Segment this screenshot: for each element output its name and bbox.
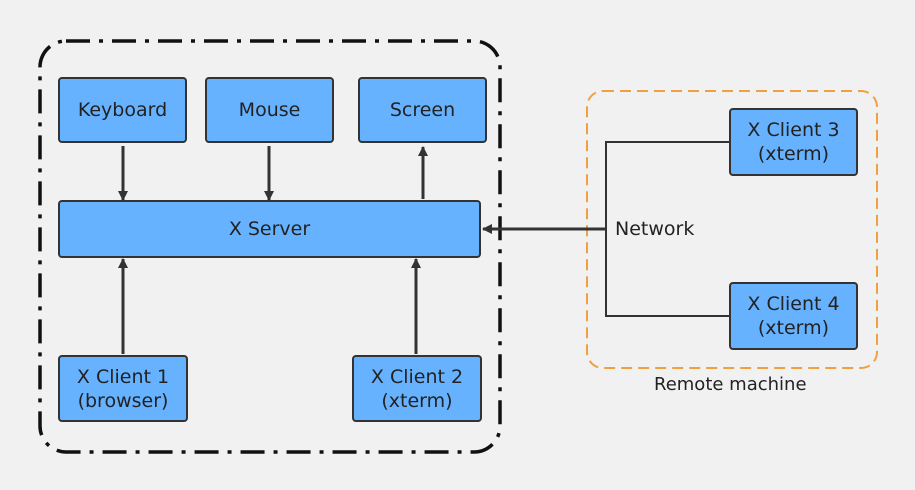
x-server-label: X Server <box>228 218 311 240</box>
x-client-2-node: X Client 2 (xterm) <box>352 355 482 422</box>
keyboard-node: Keyboard <box>58 77 187 143</box>
local-machine-group <box>38 39 502 454</box>
mouse-label: Mouse <box>238 99 301 121</box>
mouse-node: Mouse <box>205 77 334 143</box>
x-client-2-title: X Client 2 <box>370 365 464 388</box>
x-client-4-subtitle: (xterm) <box>757 317 830 339</box>
x-client-1-subtitle: (browser) <box>77 389 169 412</box>
x-client-1-node: X Client 1 (browser) <box>58 355 188 422</box>
x-client-3-node: X Client 3 (xterm) <box>729 108 858 176</box>
screen-label: Screen <box>389 99 456 121</box>
x-client-4-node: X Client 4 (xterm) <box>729 282 858 350</box>
remote-machine-label: Remote machine <box>654 374 807 395</box>
x-client-1-title: X Client 1 <box>76 365 170 388</box>
x-client-2-subtitle: (xterm) <box>381 389 453 412</box>
network-label: Network <box>615 218 695 240</box>
x-client-3-subtitle: (xterm) <box>757 143 830 165</box>
keyboard-label: Keyboard <box>77 99 168 121</box>
x-client-3-title: X Client 3 <box>747 119 840 141</box>
screen-node: Screen <box>358 77 487 143</box>
x-client-4-title: X Client 4 <box>747 293 840 315</box>
x-server-node: X Server <box>58 200 481 258</box>
